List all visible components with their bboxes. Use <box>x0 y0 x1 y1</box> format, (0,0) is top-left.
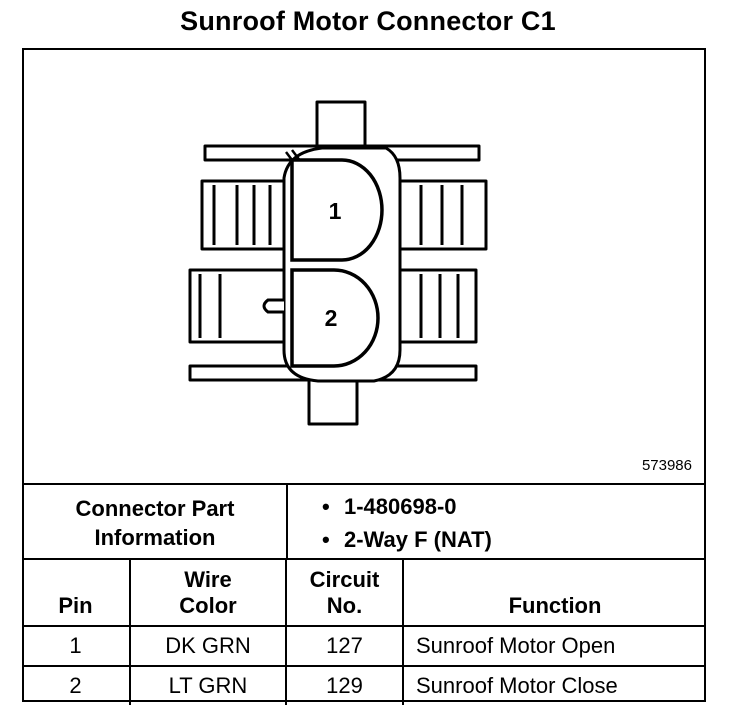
cavity-2-label: 2 <box>325 305 338 331</box>
table-row: 1 DK GRN 127 Sunroof Motor Open <box>22 625 706 667</box>
bottom-latch-tab <box>307 376 359 426</box>
pin-table-header: Pin Wire Color Circuit No. Function <box>22 558 706 627</box>
bullet-icon: • <box>322 494 330 519</box>
connector-drawing: 1 2 <box>188 100 488 426</box>
key-notch <box>262 298 284 314</box>
pin-cell: 2 <box>22 665 131 705</box>
cavity-1-label: 1 <box>329 198 342 224</box>
header-wire-color-line1: Wire <box>184 567 232 592</box>
connector-type: 2-Way F (NAT) <box>344 527 492 552</box>
table-row: 2 LT GRN 129 Sunroof Motor Close <box>22 665 706 705</box>
figure-number: 573986 <box>641 457 692 474</box>
info-label-line2: Information <box>94 525 216 550</box>
info-label-line1: Connector Part <box>75 496 235 521</box>
function-cell: Sunroof Motor Open <box>402 625 706 667</box>
header-circuit: Circuit No. <box>285 558 404 627</box>
pin-table: Pin Wire Color Circuit No. Function 1 DK… <box>22 558 706 705</box>
header-wire-color-line2: Color <box>179 593 237 618</box>
circuit-cell: 129 <box>285 665 404 705</box>
pin-cell: 1 <box>22 625 131 667</box>
header-pin: Pin <box>22 558 131 627</box>
page-title: Sunroof Motor Connector C1 <box>180 6 556 36</box>
lower-right-block <box>394 268 478 344</box>
header-circuit-line1: Circuit <box>309 567 380 592</box>
circuit-cell: 127 <box>285 625 404 667</box>
part-number-item: • 1-480698-0 <box>322 494 457 520</box>
info-divider <box>286 485 288 558</box>
header-circuit-line2: No. <box>326 593 363 618</box>
top-latch-tab <box>315 100 367 150</box>
connector-part-info: Connector Part Information • 1-480698-0 •… <box>22 483 706 560</box>
wire-color-cell: LT GRN <box>129 665 287 705</box>
function-cell: Sunroof Motor Close <box>402 665 706 705</box>
header-wire-color: Wire Color <box>129 558 287 627</box>
part-number: 1-480698-0 <box>344 494 457 519</box>
cavity-2 <box>290 268 380 368</box>
connector-type-item: • 2-Way F (NAT) <box>322 527 492 553</box>
bullet-icon: • <box>322 527 330 552</box>
wire-color-cell: DK GRN <box>129 625 287 667</box>
cavity-1 <box>290 158 384 262</box>
header-function: Function <box>402 558 706 627</box>
connector-part-info-label: Connector Part Information <box>22 494 288 552</box>
